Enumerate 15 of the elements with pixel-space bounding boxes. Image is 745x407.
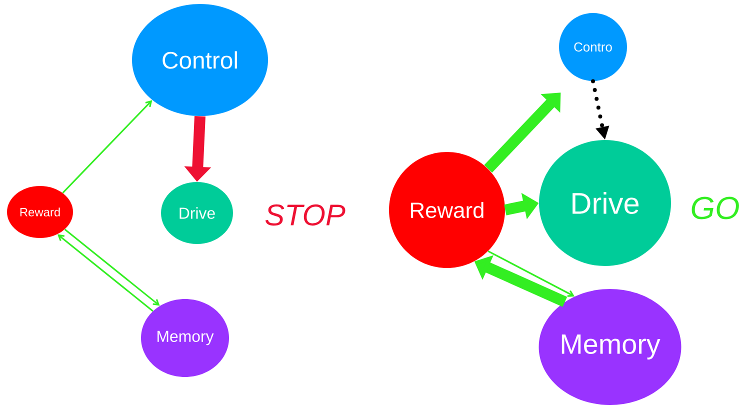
- arrow: [488, 250, 575, 297]
- status-word: STOP: [265, 204, 346, 226]
- circle-node: Contro: [559, 13, 627, 81]
- circle-node: Memory: [538, 289, 682, 405]
- circle-node: Memory: [141, 299, 229, 377]
- arrow: [57, 234, 154, 312]
- circle-node: Drive: [539, 140, 671, 266]
- circle-node: Control: [132, 4, 268, 116]
- status-word: GO: [692, 196, 739, 220]
- arrow: [484, 92, 561, 173]
- circle-node: Drive: [161, 182, 233, 244]
- arrow: [64, 228, 160, 306]
- circle-node: Reward: [389, 152, 505, 268]
- arrow: [62, 100, 152, 194]
- circle-node: Reward: [7, 186, 73, 238]
